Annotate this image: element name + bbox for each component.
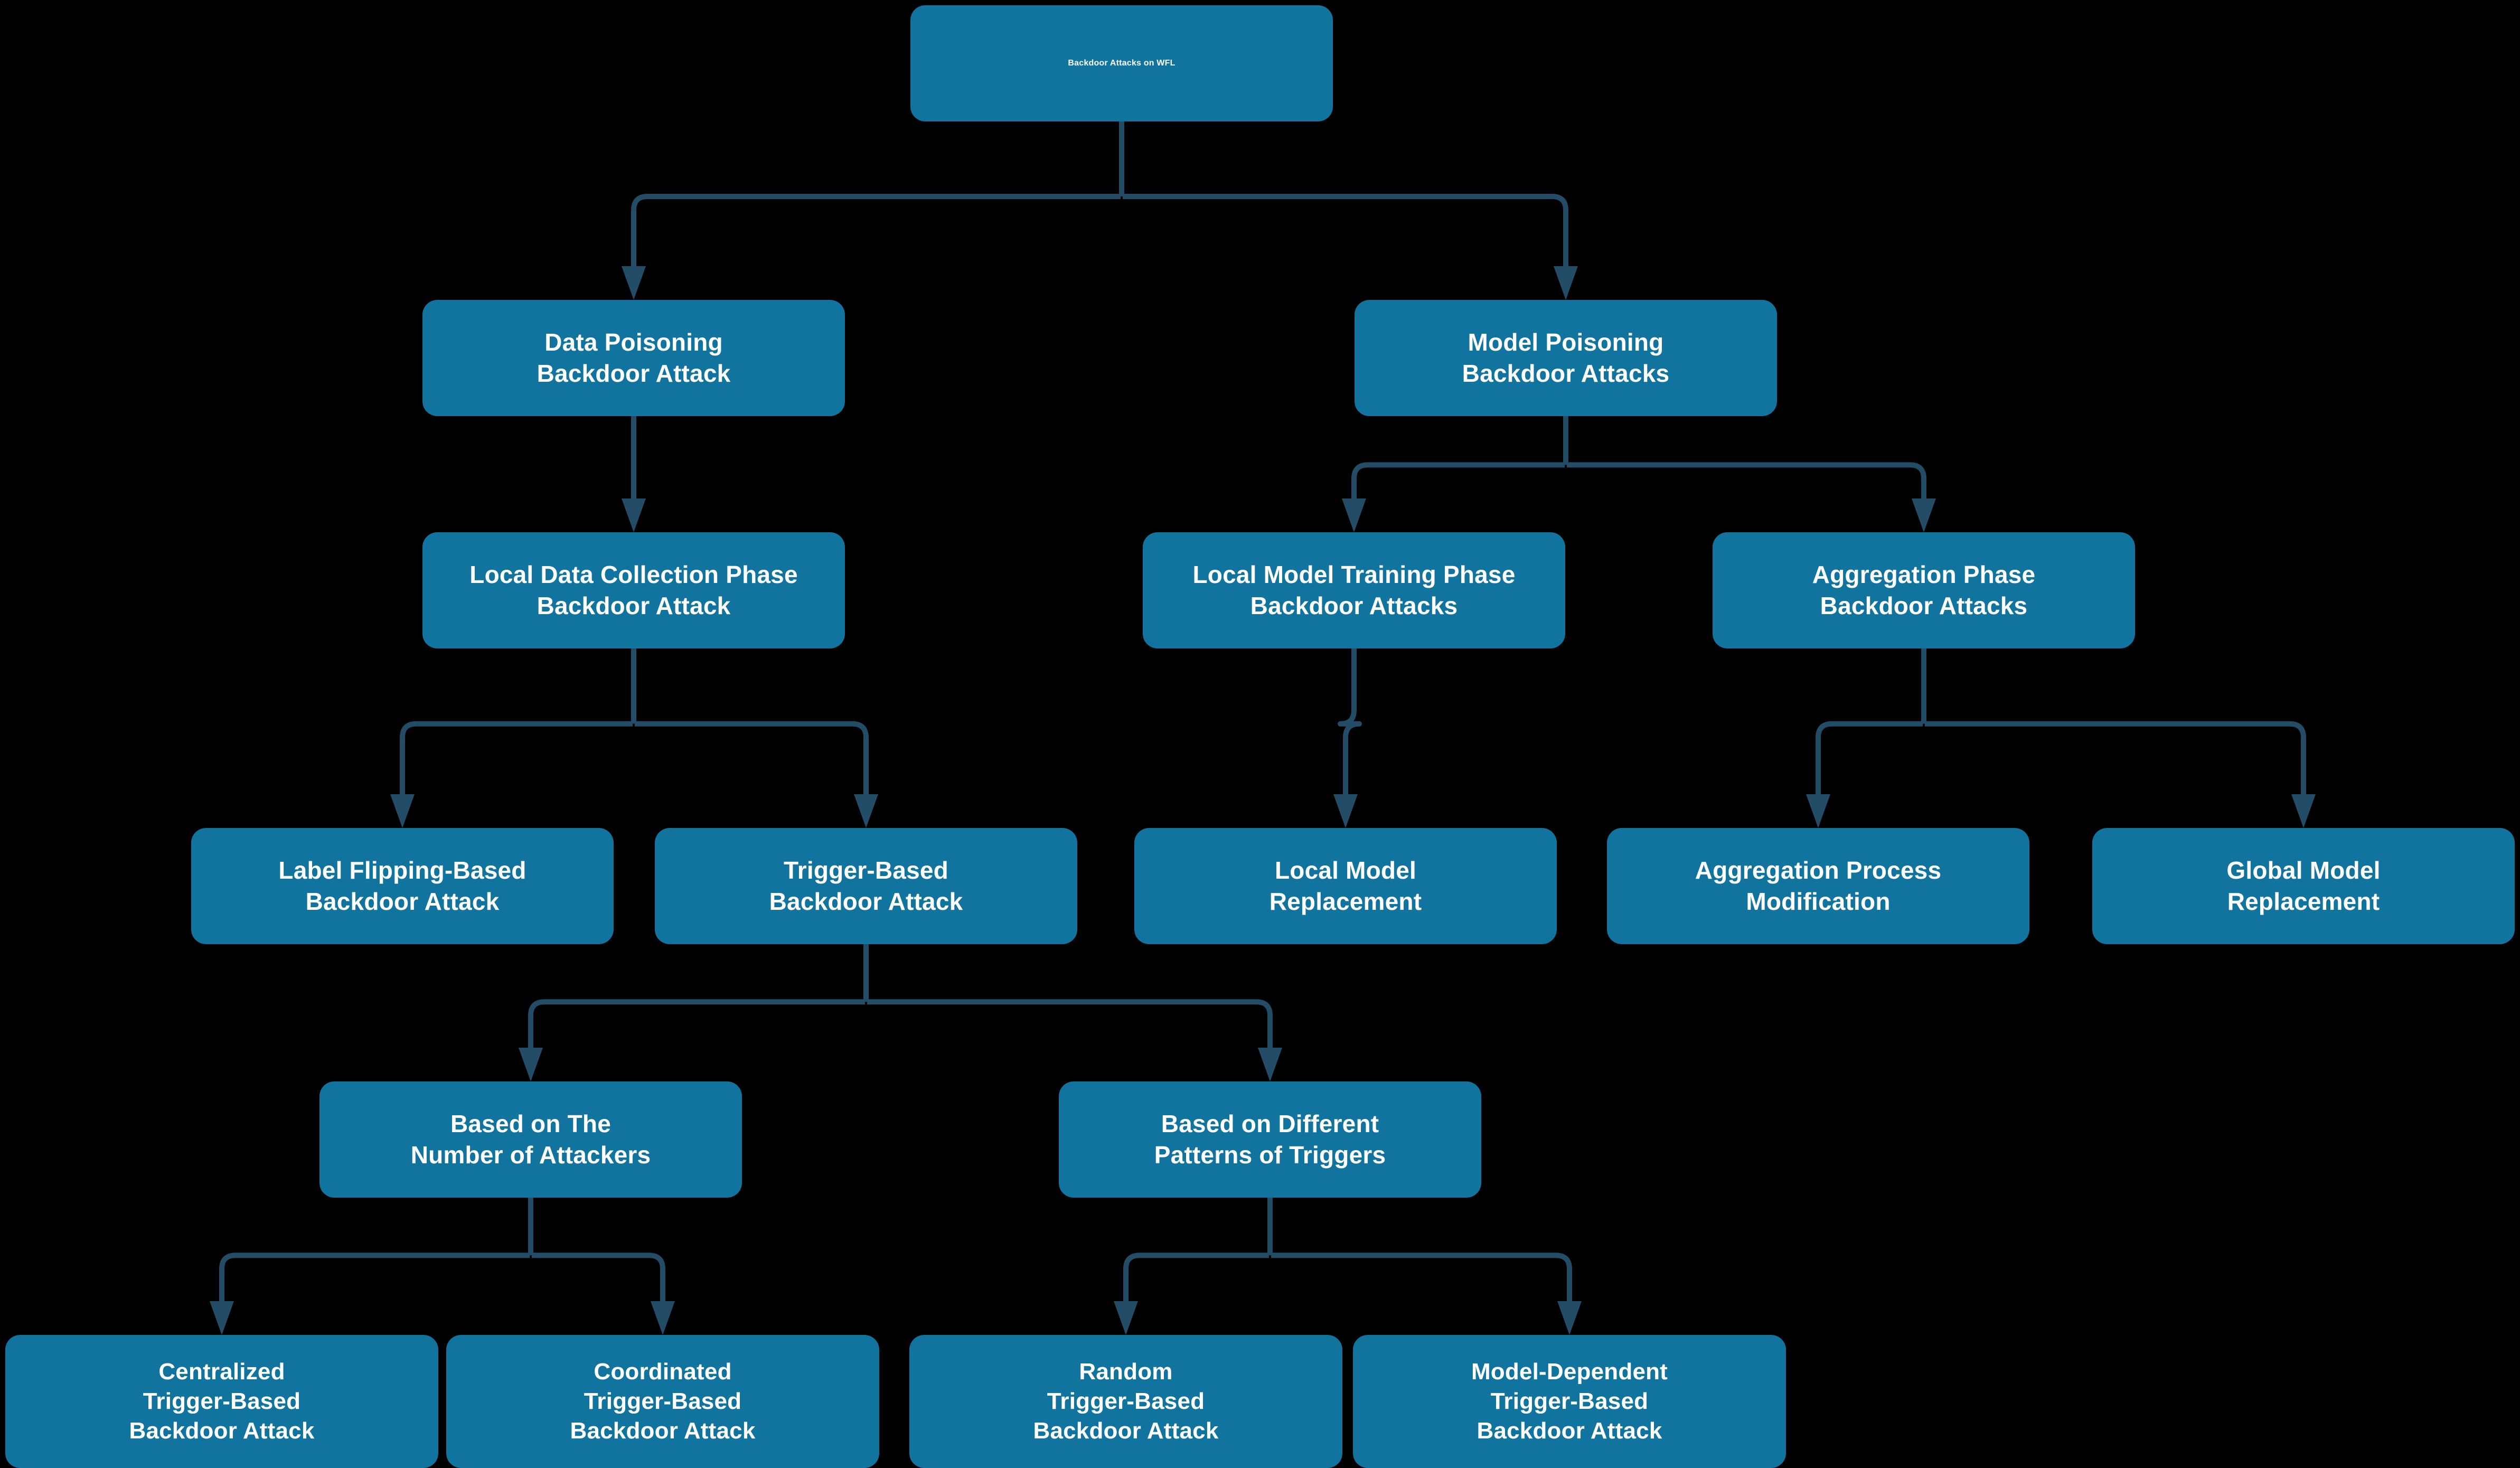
node-label-line: Data Poisoning: [544, 328, 723, 356]
edge-branch: [1123, 1253, 1269, 1301]
edge-branch: [532, 1253, 665, 1301]
node-label-line: Aggregation Process: [1695, 857, 1942, 884]
edge-arrowhead: [1806, 794, 1830, 828]
edge-branch: [219, 1253, 530, 1301]
edge-arrowhead: [651, 1301, 675, 1335]
node-label-line: Backdoor Attack: [1033, 1418, 1219, 1444]
node-label-line: Aggregation Phase: [1812, 561, 2036, 589]
edge-branch: [528, 999, 865, 1048]
node-label-line: Backdoor Attacks: [1462, 360, 1670, 387]
node-label-line: Local Data Collection Phase: [469, 561, 798, 589]
node-label-line: Backdoor Attacks: [1820, 592, 2028, 619]
edge-arrowhead: [622, 498, 646, 532]
node-label-line: Modification: [1746, 888, 1891, 915]
edge-arrowhead: [622, 266, 646, 300]
edge-arrowhead: [1557, 1301, 1582, 1335]
edge-branch: [400, 721, 633, 794]
node-label-line: Based on The: [450, 1110, 611, 1138]
edge-arrowhead: [1554, 266, 1578, 300]
edge-arrowhead: [1333, 794, 1358, 828]
node-label-line: Backdoor Attack: [570, 1418, 756, 1444]
node-label-line: Backdoor Attack: [537, 360, 731, 387]
node-label-line: Coordinated: [594, 1358, 732, 1385]
node-label-line: Label Flipping-Based: [278, 857, 526, 884]
node-label-line: Backdoor Attack: [537, 592, 731, 619]
edge-arrowhead: [1114, 1301, 1138, 1335]
edge-arrowhead: [1912, 498, 1936, 532]
edge-branch: [867, 999, 1273, 1048]
node-label-line: Backdoor Attack: [129, 1418, 315, 1444]
node-label-line: Trigger-Based: [1047, 1388, 1205, 1414]
node-label-line: Trigger-Based: [143, 1388, 301, 1414]
edge-elbow: [1338, 648, 1362, 794]
node-label-line: Trigger-Based: [584, 1388, 742, 1414]
edge-branch: [1123, 193, 1568, 266]
edge-branch: [635, 721, 869, 794]
node-label-line: Backdoor Attacks: [1250, 592, 1458, 619]
node-label-line: Backdoor Attacks on WFL: [1068, 58, 1176, 68]
edge-branch: [1351, 462, 1565, 498]
node-label-line: Random: [1079, 1358, 1173, 1385]
node-label-line: Local Model Training Phase: [1192, 561, 1516, 589]
edge-arrowhead: [2291, 794, 2316, 828]
edge-arrowhead: [390, 794, 415, 828]
node-label-line: Local Model: [1274, 857, 1416, 884]
edge-branch: [1567, 462, 1926, 498]
edge-branch: [1925, 721, 2306, 794]
edge-arrowhead: [1342, 498, 1366, 532]
edge-arrowhead: [210, 1301, 234, 1335]
node-label-line: Replacement: [2227, 888, 2380, 915]
node-label-line: Patterns of Triggers: [1154, 1141, 1386, 1169]
node-label-line: Based on Different: [1161, 1110, 1379, 1138]
node-root[interactable]: Backdoor Attacks on WFL: [910, 5, 1333, 121]
node-label-line: Model-Dependent: [1471, 1358, 1668, 1385]
edge-arrowhead: [519, 1048, 543, 1081]
edge-arrowhead: [854, 794, 878, 828]
edge-arrowhead: [1258, 1048, 1282, 1081]
edge-branch: [1271, 1253, 1572, 1301]
node-label-line: Trigger-Based: [784, 857, 948, 884]
node-label-line: Replacement: [1269, 888, 1422, 915]
node-label-line: Backdoor Attack: [769, 888, 963, 915]
node-label-line: Centralized: [158, 1358, 285, 1385]
node-label-line: Backdoor Attack: [305, 888, 500, 915]
edge-branch: [1816, 721, 1923, 794]
node-label-line: Backdoor Attack: [1477, 1418, 1662, 1444]
node-label-line: Global Model: [2226, 857, 2381, 884]
node-label-line: Number of Attackers: [410, 1141, 651, 1169]
node-label-line: Trigger-Based: [1490, 1388, 1649, 1414]
node-label-line: Model Poisoning: [1468, 328, 1664, 356]
edge-branch: [631, 193, 1121, 266]
